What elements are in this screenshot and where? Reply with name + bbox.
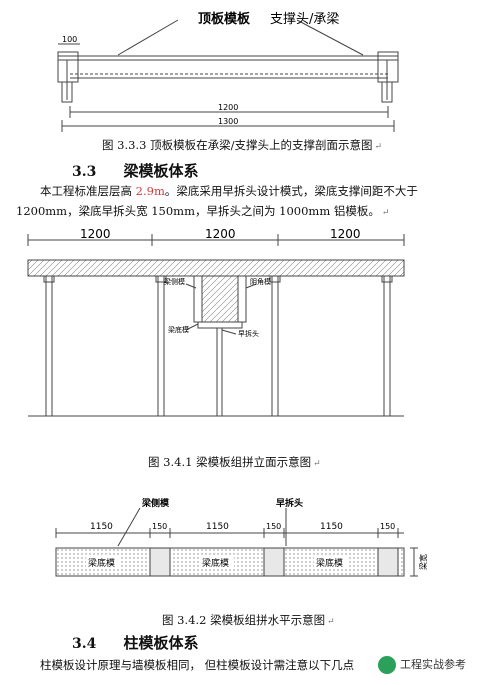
fig1-label-support: 支撑头/承梁 [270, 12, 339, 27]
fig3-cell-1: 梁底模 [88, 557, 115, 569]
return-mark: ↵ [381, 208, 390, 218]
fig2-dim-1: 1200 [80, 227, 111, 241]
fig3-cell-3: 梁底模 [316, 557, 343, 569]
watermark: 工程实战参考 [378, 656, 466, 674]
fig2-dim-3: 1200 [330, 227, 361, 241]
fig1-label-slab: 顶板模板 [198, 11, 251, 27]
section-number: 3.3 [72, 164, 97, 180]
fig3-dim-short-2: 150 [266, 522, 281, 531]
fig1-dim-1200: 1200 [218, 103, 238, 112]
figure-2-caption: 图 3.4.1 梁模板组拼立面示意图↵ [148, 454, 321, 470]
section-3-3-heading: 3.3 梁模板体系 [72, 160, 198, 181]
fig1-dim-100: 100 [62, 35, 77, 44]
para1-post: 。梁底采用早拆头设计模式，梁底支撑间距不大于 [164, 184, 418, 198]
fig3-label-early: 早拆头 [276, 497, 303, 509]
fig3-cell-2: 梁底模 [202, 557, 229, 569]
para2-text: 1200mm，梁底早拆头宽 150mm，早拆头之间为 1000mm 铝模板。 [16, 204, 380, 218]
return-mark: ↵ [327, 617, 335, 627]
section-3-4-paragraph: 柱模板设计原理与墙模板相同， 但柱模板设计需注意以下几点 [40, 655, 380, 675]
figure-3-caption-text: 图 3.4.2 梁模板组拼水平示意图 [162, 613, 326, 627]
fig2-dim-2: 1200 [205, 227, 236, 241]
fig3-vertical-label: 梁宽 [418, 554, 428, 570]
fig3-dim-long-2: 1150 [206, 522, 229, 532]
section-title: 梁模板体系 [123, 162, 199, 180]
return-mark: ↵ [313, 459, 321, 469]
figure-1-caption-text: 图 3.3.3 顶板模板在承梁/支撑头上的支撑剖面示意图 [102, 138, 373, 152]
section-title: 柱模板体系 [123, 634, 199, 652]
watermark-text: 工程实战参考 [400, 658, 466, 671]
fig3-label-side: 梁侧模 [141, 497, 170, 509]
figure-1-slab-section: 顶板模板 支撑头/承梁 100 1200 1300 [57, 11, 399, 132]
figure-3-caption: 图 3.4.2 梁模板组拼水平示意图↵ [162, 612, 335, 628]
fig2-label-beam-side: 梁侧模 [164, 277, 185, 286]
wechat-icon [378, 656, 396, 674]
figure-2-beam-elevation: 1200 1200 1200 梁侧模 阴角模 梁底模 早拆头 [27, 227, 405, 417]
fig2-label-corner: 阴角模 [250, 277, 271, 286]
fig2-label-beam-bottom: 梁底模 [168, 325, 189, 334]
section-3-4-heading: 3.4 柱模板体系 [72, 632, 198, 653]
section-3-4-text: 柱模板设计原理与墙模板相同， 但柱模板设计需注意以下几点 [40, 658, 355, 672]
fig2-label-early: 早拆头 [238, 329, 259, 338]
figure-3-beam-plan: 梁侧模 早拆头 1150 1150 1150 150 150 150 梁底模 梁… [55, 497, 428, 577]
fig1-dim-1300: 1300 [218, 117, 238, 126]
figure-2-caption-text: 图 3.4.1 梁模板组拼立面示意图 [148, 455, 312, 469]
section-3-3-paragraph-2: 1200mm，梁底早拆头宽 150mm，早拆头之间为 1000mm 铝模板。↵ [16, 201, 471, 223]
section-3-3-paragraph-1: 本工程标准层层高 2.9m。梁底采用早拆头设计模式，梁底支撑间距不大于 [40, 181, 470, 201]
fig3-dim-short-3: 150 [380, 522, 395, 531]
fig3-dim-short-1: 150 [152, 522, 167, 531]
fig3-dim-long-3: 1150 [320, 522, 343, 532]
para1-pre: 本工程标准层层高 [40, 184, 136, 198]
floor-height-value: 2.9m [135, 184, 165, 198]
section-number: 3.4 [72, 636, 97, 652]
fig3-dim-long-1: 1150 [90, 522, 113, 532]
return-mark: ↵ [374, 142, 382, 152]
figure-1-caption: 图 3.3.3 顶板模板在承梁/支撑头上的支撑剖面示意图↵ [102, 137, 382, 153]
